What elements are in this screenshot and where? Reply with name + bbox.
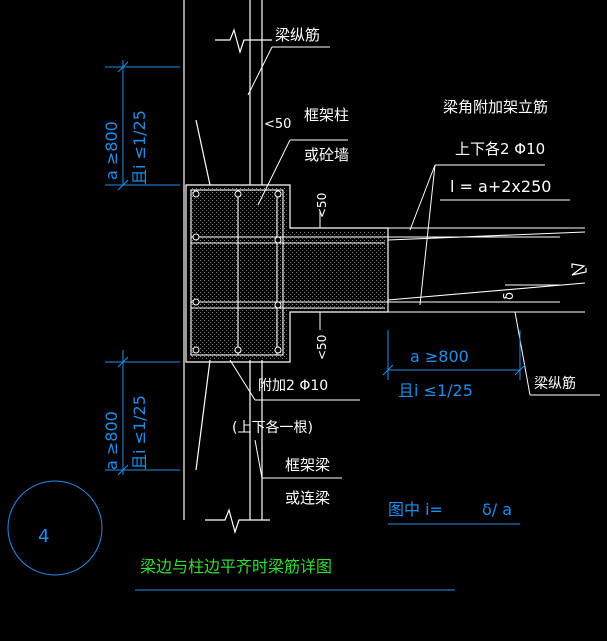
dim-tick <box>117 179 129 191</box>
leader-line <box>257 139 291 206</box>
dim-tick <box>382 364 394 376</box>
legend-i: 图中 i= <box>388 500 443 519</box>
corner-bar-label-2: 上下各2 Φ10 <box>455 140 545 158</box>
add-bar-label-2: (上下各一根) <box>232 420 313 436</box>
break-mark-bottom <box>205 508 270 535</box>
beam-sloped-bar <box>387 282 586 301</box>
column-sloped-bar-top <box>195 119 211 186</box>
legend-fraction: δ/ a <box>482 500 512 519</box>
column-stirrup <box>190 189 284 356</box>
dim-left-bottom-i: 且i ≤1/25 <box>130 395 149 470</box>
rebar-dot <box>192 346 200 354</box>
or-shear-wall-label: 或砼墙 <box>304 146 349 164</box>
or-link-beam-label: 或连梁 <box>285 489 330 507</box>
add-bar-label-1: 附加2 Φ10 <box>258 378 328 394</box>
dim-50-top: <50 <box>315 193 329 218</box>
frame-column-label: 框架柱 <box>304 106 349 124</box>
dim-right-i: 且i ≤1/25 <box>398 381 473 400</box>
break-mark-top <box>215 28 272 55</box>
detail-number-circle <box>7 480 103 576</box>
rebar <box>190 189 586 356</box>
dim-tick <box>514 364 526 376</box>
frame-beam-label: 框架梁 <box>285 456 330 474</box>
leader-line <box>247 46 273 96</box>
column-sloped-bar-bottom <box>195 359 211 471</box>
dim-left-top-i: 且i ≤1/25 <box>130 110 149 185</box>
leader-line <box>254 439 263 479</box>
dim-left-top-a: a ≥800 <box>102 121 121 180</box>
dim-right-a: a ≥800 <box>410 347 469 366</box>
leader-line <box>514 311 531 396</box>
dim-50-bottom: <50 <box>315 335 329 360</box>
break-mark-right <box>571 263 587 276</box>
beam-sloped-bar-2 <box>387 231 586 241</box>
delta-label: δ <box>502 292 517 300</box>
rebar-dot <box>234 190 242 198</box>
leader-line <box>409 164 436 231</box>
rebar-dot <box>274 236 282 244</box>
dim-tick <box>117 464 129 476</box>
rebar-dot <box>192 298 200 306</box>
leader-line <box>229 359 256 401</box>
dim-tick <box>117 61 129 73</box>
rebar-dot <box>274 346 282 354</box>
dim-lt50-label: <50 <box>264 117 291 132</box>
concrete-fill <box>189 188 385 359</box>
detail-number: 4 <box>38 526 49 547</box>
formula-l: l = a+2x250 <box>450 177 551 196</box>
detail-title: 梁边与柱边平齐时梁筋详图 <box>140 557 332 576</box>
rebar-dot <box>192 233 200 241</box>
rebar-dot <box>234 346 242 354</box>
rebar-dots <box>192 190 282 354</box>
dimension-lines <box>7 60 526 576</box>
rebar-dot <box>192 190 200 198</box>
leader-line <box>419 164 436 306</box>
dim-left-bottom-a: a ≥800 <box>102 411 121 470</box>
rebar-dot <box>274 301 282 309</box>
structure <box>183 0 587 535</box>
rebar-dot <box>274 190 282 198</box>
corner-bar-label-1: 梁角附加架立筋 <box>443 98 548 116</box>
dim-tick <box>117 356 129 368</box>
beam-long-bar-right-label: 梁纵筋 <box>534 375 576 392</box>
beam-long-bar-label: 梁纵筋 <box>275 26 320 44</box>
